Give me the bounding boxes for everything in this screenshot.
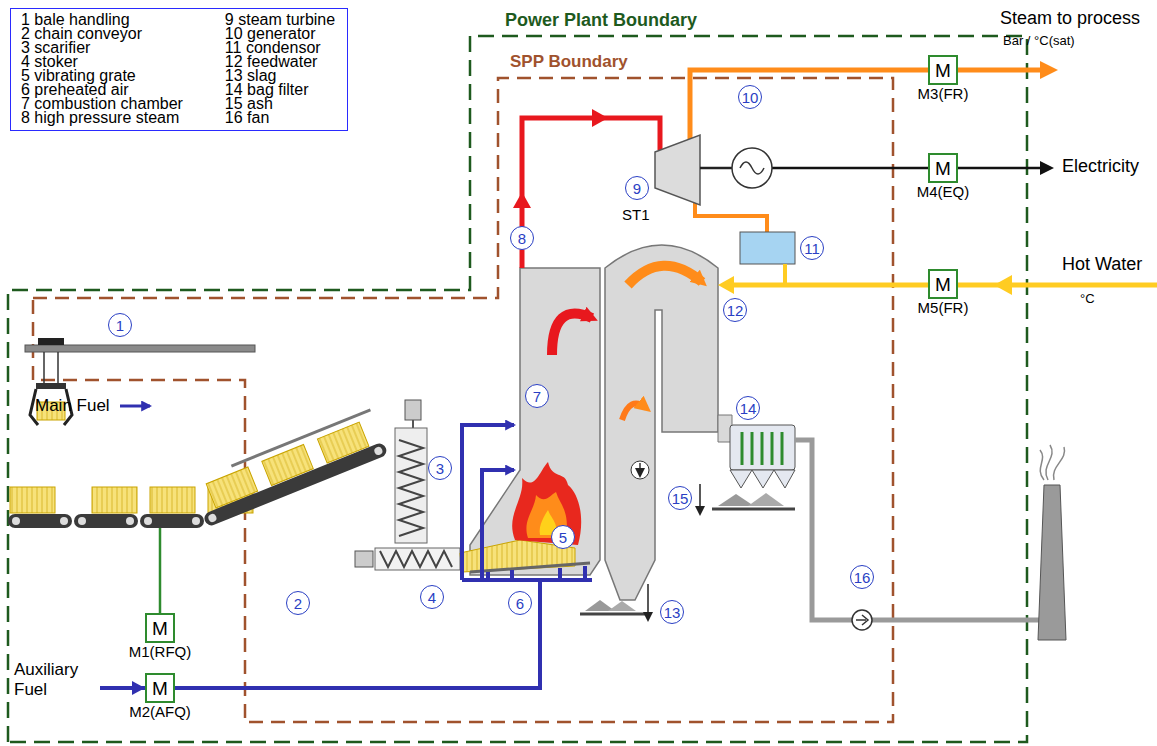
stoker xyxy=(355,548,460,570)
legend-item: 2 chain conveyor xyxy=(21,27,183,41)
condenser xyxy=(740,232,795,264)
callout-number: 5 xyxy=(551,525,575,549)
meter-label: M4(EQ) xyxy=(917,184,970,201)
fuel-label: Auxiliary Fuel xyxy=(14,660,94,699)
bale-crane xyxy=(25,338,255,425)
legend-item: 15 ash xyxy=(225,97,335,111)
meter-box: MM1(RFQ) xyxy=(145,613,175,643)
fuel-label: Main Fuel xyxy=(35,396,110,416)
process-steam xyxy=(690,70,1046,140)
unit-label: Bar / °C(sat) xyxy=(1003,34,1075,49)
flue-gas-duct xyxy=(795,440,1042,620)
chain-conveyor xyxy=(8,410,388,528)
bag-filter xyxy=(730,425,795,488)
callout-number: 12 xyxy=(723,298,747,322)
unit-label: °C xyxy=(1080,292,1095,307)
equipment-label: ST1 xyxy=(622,206,650,223)
meter-box: MM4(EQ) xyxy=(928,153,958,183)
fan xyxy=(852,610,872,630)
scarifier xyxy=(395,400,427,543)
legend-box: 1 bale handling2 chain conveyor3 scarifi… xyxy=(10,8,348,131)
meter-symbol: M xyxy=(935,275,951,294)
stack xyxy=(1038,485,1066,640)
legend-item: 5 vibrating grate xyxy=(21,69,183,83)
legend-item: 8 high pressure steam xyxy=(21,111,183,125)
legend-item: 1 bale handling xyxy=(21,13,183,27)
meter-label: M1(RFQ) xyxy=(129,644,192,661)
steam-turbine xyxy=(655,135,700,205)
callout-number: 3 xyxy=(428,456,452,480)
meter-label: M3(FR) xyxy=(918,86,969,103)
boiler-passes xyxy=(605,245,718,600)
callout-number: 9 xyxy=(625,176,649,200)
legend-item: 6 preheated air xyxy=(21,83,183,97)
legend-item: 3 scarifier xyxy=(21,41,183,55)
spp-boundary xyxy=(33,78,893,722)
meter-label: M2(AFQ) xyxy=(129,704,191,721)
legend-item: 9 steam turbine xyxy=(225,13,335,27)
meter-label: M5(FR) xyxy=(918,300,969,317)
output-label: Electricity xyxy=(1062,156,1139,177)
vibrating-grate xyxy=(470,563,590,572)
meter-symbol: M xyxy=(935,61,951,80)
high-pressure-steam xyxy=(522,118,660,268)
callout-number: 8 xyxy=(510,226,534,250)
callout-number: 11 xyxy=(800,236,824,260)
power-plant-boundary xyxy=(8,36,1027,742)
legend-item: 7 combustion chamber xyxy=(21,97,183,111)
callout-number: 14 xyxy=(736,396,760,420)
generator xyxy=(732,148,772,188)
legend-item: 16 fan xyxy=(225,111,335,125)
electricity-line xyxy=(772,167,1044,170)
meter-symbol: M xyxy=(152,619,168,638)
input-label: Hot Water xyxy=(1062,254,1142,275)
boundary-title: SPP Boundary xyxy=(510,52,628,72)
legend-item: 14 bag filter xyxy=(225,83,335,97)
legend-item: 12 feedwater xyxy=(225,55,335,69)
boundary-title: Power Plant Boundary xyxy=(505,10,697,31)
meter-symbol: M xyxy=(935,159,951,178)
legend-item: 10 generator xyxy=(225,27,335,41)
meter-box: MM3(FR) xyxy=(928,55,958,85)
callout-number: 16 xyxy=(850,565,874,589)
callout-number: 1 xyxy=(108,313,132,337)
callout-number: 7 xyxy=(525,384,549,408)
callout-number: 4 xyxy=(420,585,444,609)
callout-number: 2 xyxy=(286,591,310,615)
meter-box: MM5(FR) xyxy=(928,269,958,299)
output-label: Steam to process xyxy=(1000,8,1140,29)
callout-number: 13 xyxy=(660,600,684,624)
callout-number: 10 xyxy=(738,85,762,109)
legend-item: 11 condensor xyxy=(225,41,335,55)
air-lines xyxy=(100,425,592,688)
callout-number: 6 xyxy=(508,591,532,615)
meter-box: MM2(AFQ) xyxy=(145,673,175,703)
legend-item: 13 slag xyxy=(225,69,335,83)
combustion-chamber xyxy=(470,268,600,575)
meter-symbol: M xyxy=(152,679,168,698)
legend-item: 4 stoker xyxy=(21,55,183,69)
callout-number: 15 xyxy=(668,486,692,510)
